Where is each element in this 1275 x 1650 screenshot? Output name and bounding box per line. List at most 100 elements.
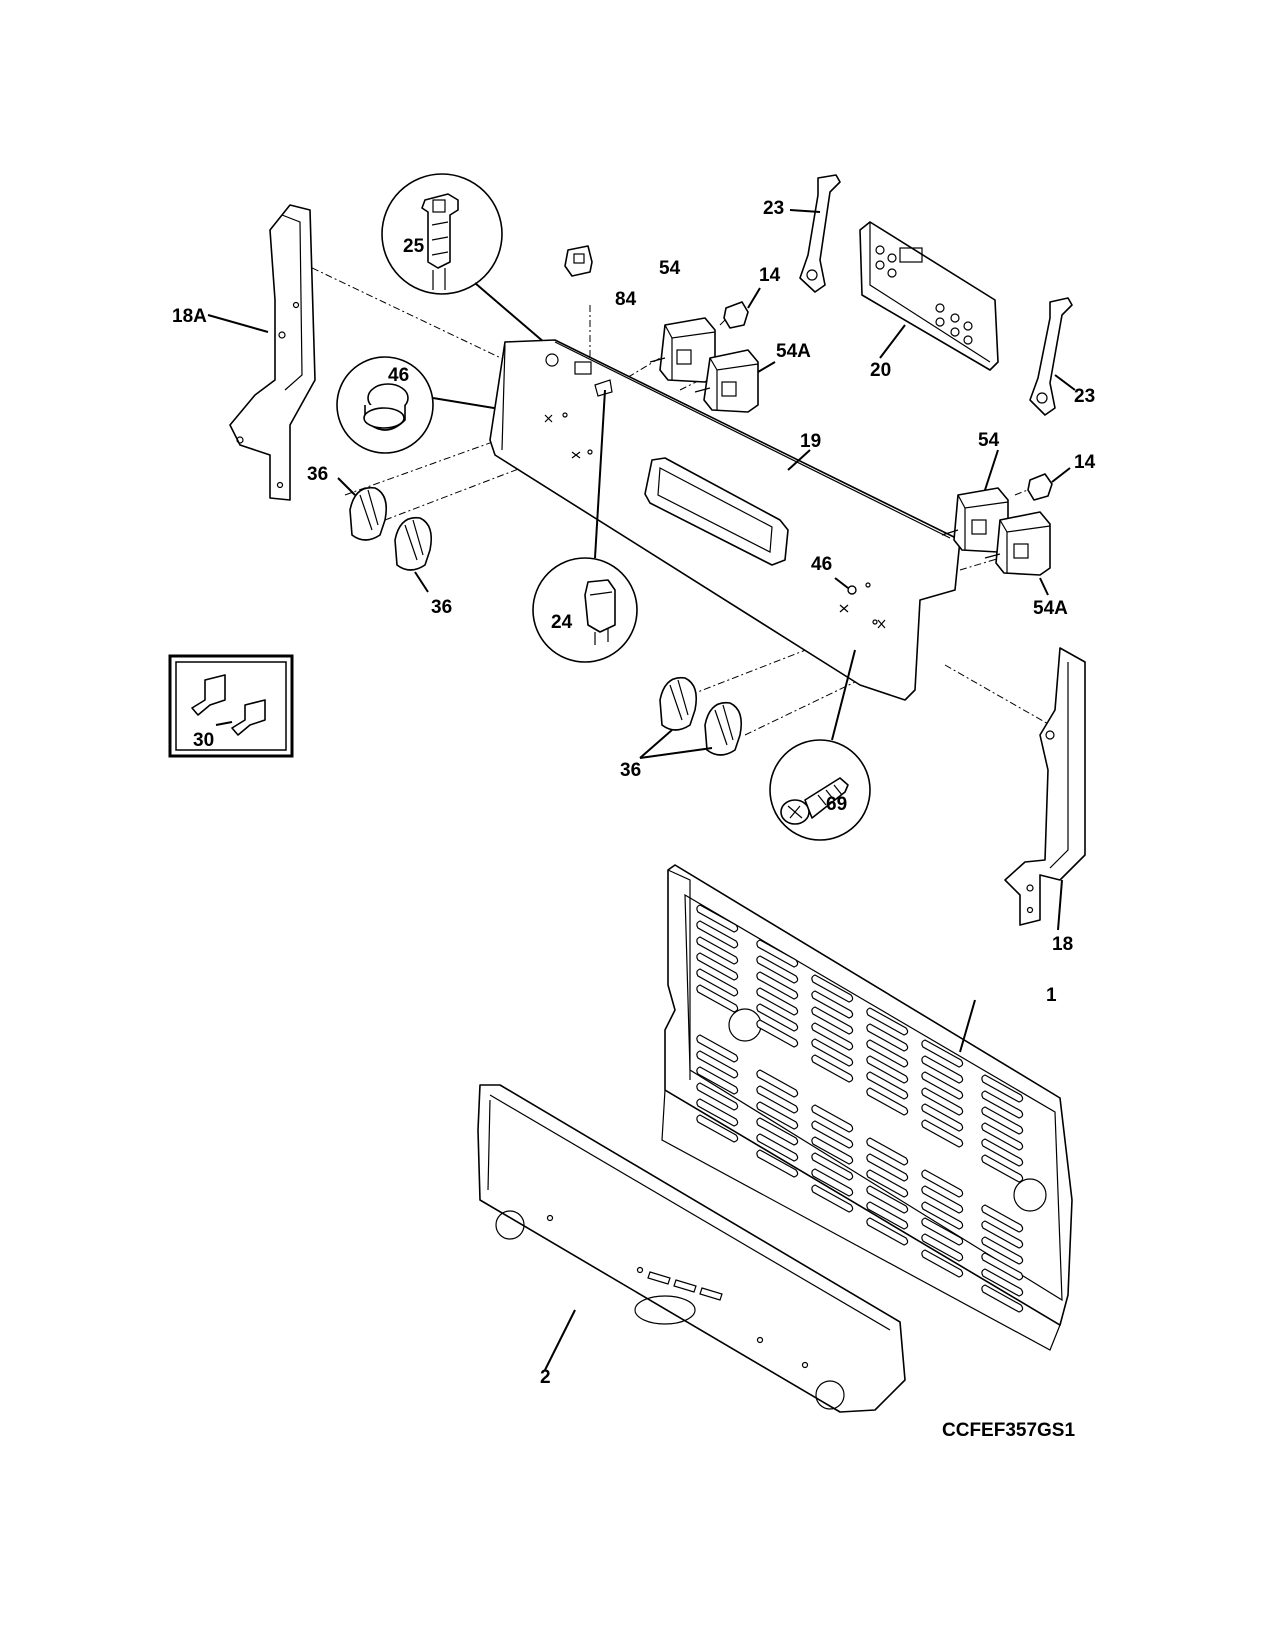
- louver-slot: [866, 1087, 909, 1116]
- louver-slot: [756, 1117, 799, 1146]
- switch-54A-right: [984, 511, 1051, 576]
- leader-36-b: [414, 571, 429, 593]
- louver-slot: [981, 1204, 1024, 1233]
- louver-slot: [866, 1201, 909, 1230]
- louver-slot: [811, 1152, 854, 1181]
- louver-slot: [756, 1149, 799, 1178]
- louver-slot: [981, 1236, 1024, 1265]
- louver-slot: [981, 1268, 1024, 1297]
- louver-slot: [981, 1106, 1024, 1135]
- louver-slot: [866, 1137, 909, 1166]
- part-25-detail: [381, 173, 503, 295]
- leader-69: [831, 649, 856, 741]
- knob-36-c: [659, 676, 698, 731]
- leader-46-right: [834, 577, 849, 589]
- label-69: 69: [826, 794, 847, 815]
- louver-slot: [981, 1252, 1024, 1281]
- label-14-right: 14: [1074, 452, 1096, 473]
- louver-slot: [921, 1119, 964, 1148]
- louver-slots: [696, 904, 1024, 1313]
- part-84: [564, 245, 593, 277]
- switch-54A-top: [694, 349, 759, 413]
- louver-slot: [696, 1082, 739, 1111]
- knob-36-b: [394, 516, 433, 571]
- label-19: 19: [800, 431, 821, 452]
- leader-23-top: [789, 209, 821, 213]
- louver-slot: [866, 1023, 909, 1052]
- label-54A-top: 54A: [776, 341, 811, 362]
- label-46-detail: 46: [388, 365, 409, 386]
- louver-slot: [981, 1122, 1024, 1151]
- louver-slot: [696, 936, 739, 965]
- label-24: 24: [551, 612, 573, 633]
- leader-14-right: [1051, 467, 1071, 483]
- label-36-b: 36: [431, 597, 452, 618]
- label-20: 20: [870, 360, 891, 381]
- leader-36-d: [639, 747, 713, 759]
- louver-slot: [811, 990, 854, 1019]
- louver-slot: [866, 1071, 909, 1100]
- louver-slot: [756, 939, 799, 968]
- louver-slot: [866, 1185, 909, 1214]
- leader-54A-top: [757, 361, 776, 373]
- louver-slot: [811, 1184, 854, 1213]
- louver-slot: [811, 1136, 854, 1165]
- louver-slot: [811, 1120, 854, 1149]
- leader-36-c: [639, 729, 673, 759]
- label-36-a: 36: [307, 464, 328, 485]
- louver-slot: [921, 1039, 964, 1068]
- label-30: 30: [193, 730, 214, 751]
- leader-14-top: [747, 287, 761, 309]
- leader-23-bottom: [1054, 374, 1076, 391]
- label-25: 25: [403, 236, 425, 257]
- louver-slot: [811, 1104, 854, 1133]
- back-panel-1: [661, 864, 1073, 1351]
- louver-slot: [696, 968, 739, 997]
- part-69-detail: [769, 739, 871, 841]
- louver-slot: [696, 1050, 739, 1079]
- label-2: 2: [540, 1367, 551, 1388]
- louver-slot: [921, 1103, 964, 1132]
- louver-slot: [921, 1185, 964, 1214]
- louver-slot: [696, 1066, 739, 1095]
- part-14-right: [1027, 473, 1053, 501]
- label-54A-right: 54A: [1033, 598, 1068, 619]
- louver-slot: [756, 1069, 799, 1098]
- louver-slot: [756, 955, 799, 984]
- louver-slot: [696, 920, 739, 949]
- label-23-top: 23: [763, 198, 784, 219]
- louver-slot: [756, 971, 799, 1000]
- louver-slot: [696, 1098, 739, 1127]
- louver-slot: [811, 1038, 854, 1067]
- louver-slot: [756, 1101, 799, 1130]
- switch-54-top: [649, 317, 716, 383]
- leader-19: [787, 449, 811, 471]
- louver-slot: [756, 1003, 799, 1032]
- louver-slot: [811, 974, 854, 1003]
- louver-slot: [921, 1217, 964, 1246]
- louver-slot: [866, 1153, 909, 1182]
- label-54-right: 54: [978, 430, 1000, 451]
- leader-54-right: [984, 449, 999, 491]
- leader-24: [594, 389, 606, 559]
- louver-slot: [921, 1233, 964, 1262]
- louver-slot: [756, 1133, 799, 1162]
- leader-25: [474, 282, 546, 344]
- louver-slot: [811, 1006, 854, 1035]
- louver-slot: [866, 1007, 909, 1036]
- louver-slot: [921, 1071, 964, 1100]
- louver-slot: [866, 1217, 909, 1246]
- bracket-23-bottom: [1029, 297, 1073, 416]
- part-30-inset: [168, 654, 294, 758]
- label-54-top: 54: [659, 258, 681, 279]
- louver-slot: [811, 1022, 854, 1051]
- louver-slot: [866, 1039, 909, 1068]
- louver-slot: [811, 1054, 854, 1083]
- louver-slot: [921, 1201, 964, 1230]
- knob-36-a: [349, 486, 388, 541]
- label-36-c: 36: [620, 760, 641, 781]
- louver-slot: [866, 1055, 909, 1084]
- louver-slot: [921, 1087, 964, 1116]
- control-panel: [489, 339, 961, 701]
